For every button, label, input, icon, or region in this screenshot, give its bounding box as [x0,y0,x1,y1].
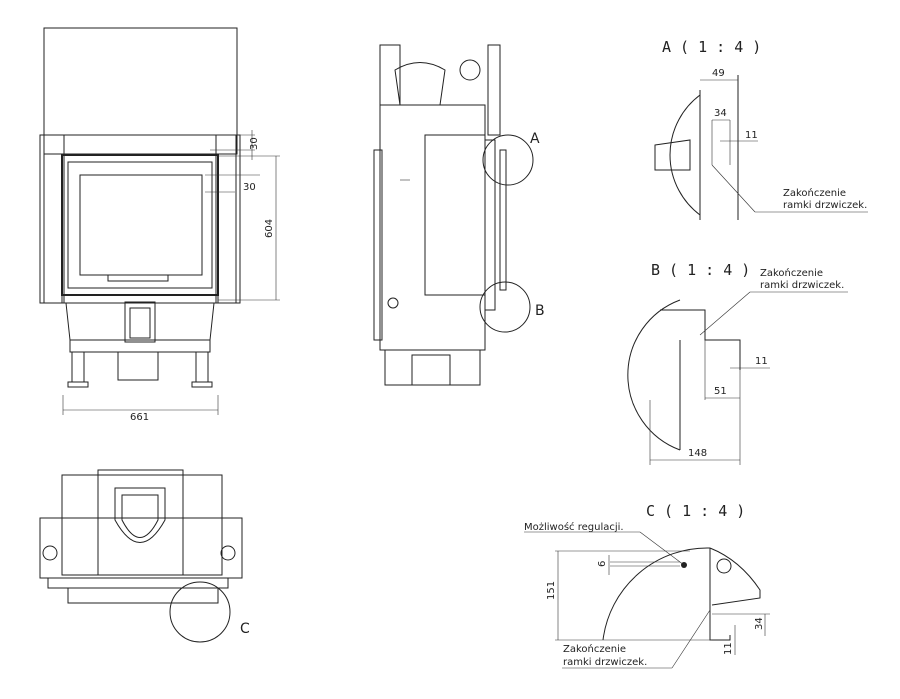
side-view: A B [373,44,545,386]
detail-a: A ( 1 : 4 ) 49 34 11 Zakończenie ramki d… [654,38,868,220]
detail-b-title: B ( 1 : 4 ) [651,261,750,279]
callout-b: B [535,303,545,319]
dim-151: 151 [546,581,557,600]
dim-11: 11 [745,130,758,141]
top-view: C [39,469,250,643]
front-view: 661 604 30 30 [39,27,280,423]
note-c-1: Zakończenie [563,643,626,655]
note-a-2: ramki drzwiczek. [783,200,867,211]
dim-top: 30 [249,137,260,150]
detail-a-title: A ( 1 : 4 ) [662,38,761,56]
dim-148: 148 [688,448,707,459]
dim-11-b: 11 [755,356,768,367]
note-a-1: Zakończenie [783,187,846,199]
dim-34-c: 34 [754,617,765,630]
dim-side: 30 [243,182,256,193]
note-b-2: ramki drzwiczek. [760,280,844,291]
dim-height: 604 [264,219,275,238]
dim-6: 6 [597,561,608,567]
dim-49: 49 [712,68,725,79]
note-c-2: ramki drzwiczek. [563,657,647,668]
dim-11-c: 11 [723,642,734,655]
detail-c: C ( 1 : 4 ) Możliwość regulacji. 151 6 3… [524,502,770,669]
dim-width: 661 [130,412,149,423]
detail-c-title: C ( 1 : 4 ) [646,502,745,520]
note-b-1: Zakończenie [760,267,823,279]
dim-51: 51 [714,386,727,397]
callout-a: A [530,131,540,147]
callout-c: C [240,621,250,637]
detail-b: B ( 1 : 4 ) 148 51 11 Zakończenie ramki … [627,261,848,465]
note-adjust: Możliwość regulacji. [524,521,624,533]
dim-34: 34 [714,108,727,119]
